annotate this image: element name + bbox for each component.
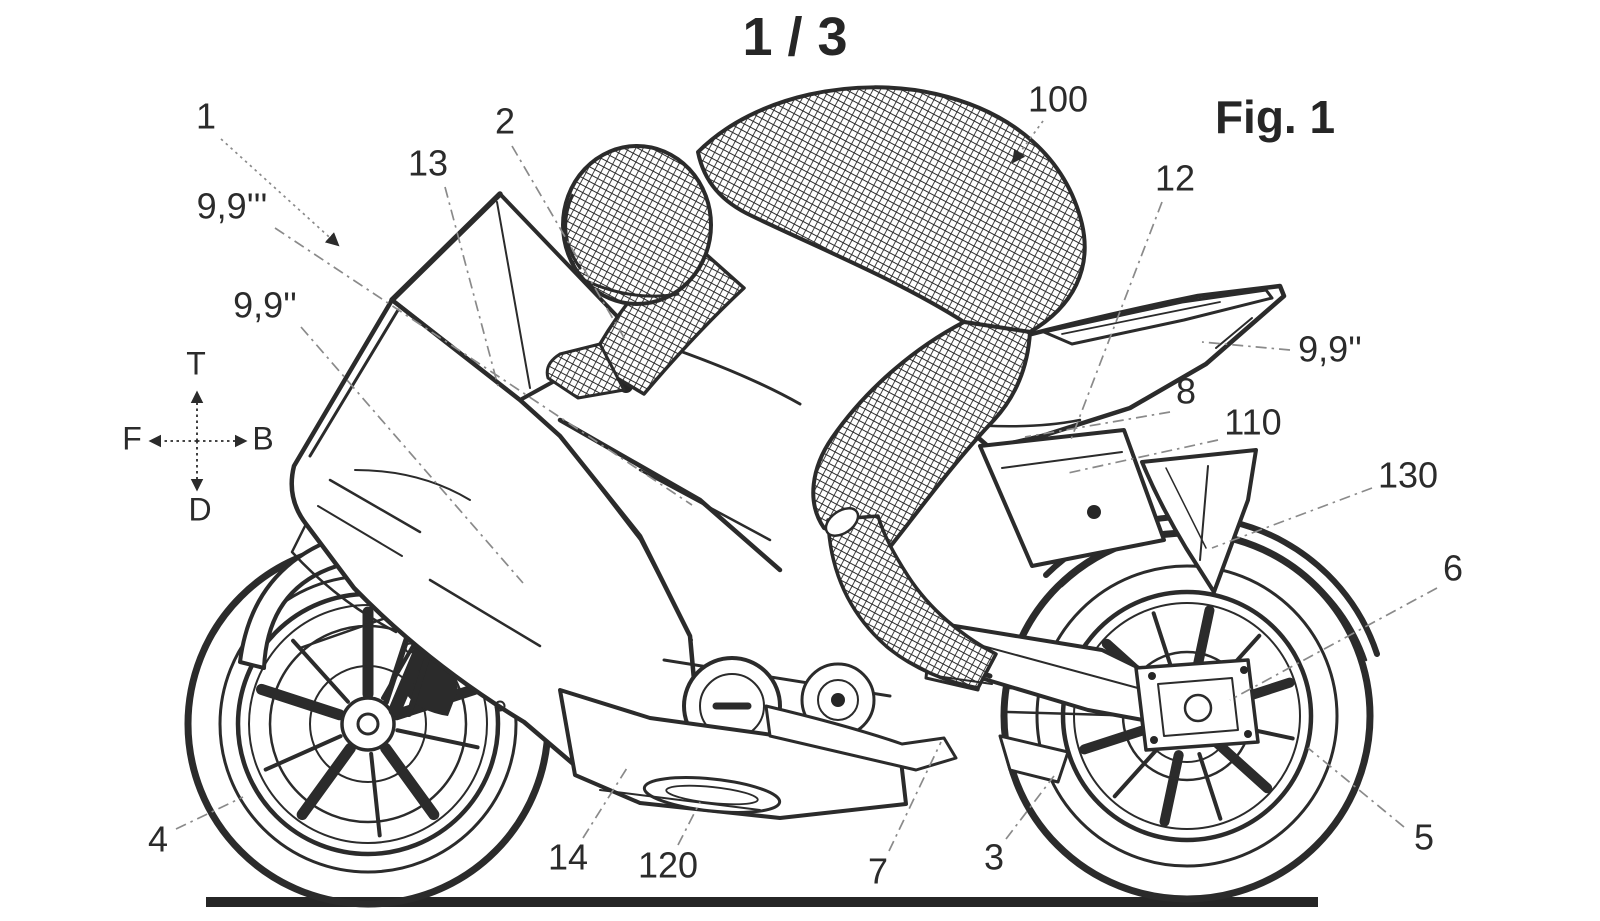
ref-6: 6 [1443,548,1463,589]
compass-letter-T: T [186,345,206,381]
ref-9-9-tripleprime: 9,9''' [197,186,268,227]
ref-3: 3 [984,837,1004,878]
rear-axle-plate [1134,658,1260,752]
leader-ref-13 [444,186,499,387]
leader-ref-130 [1211,487,1373,549]
ref-2: 2 [495,101,515,142]
tail-unit [955,283,1287,451]
motorcycle-drawing [184,85,1380,908]
rider-back-hump [696,85,1087,334]
exhaust [764,704,958,772]
ref-130: 130 [1378,455,1438,496]
ref-13: 13 [408,143,448,184]
compass-letter-B: B [252,420,273,456]
ref-9-9-doubleprime-right: 9,9'' [1298,329,1362,370]
leader-ref-14 [582,767,628,839]
leader-ref-120 [677,801,701,846]
helmet-visor [564,194,582,270]
ref-1: 1 [196,96,216,137]
ground-line [206,897,1318,907]
ref-9-9-doubleprime-left: 9,9'' [233,285,297,326]
leader-ref-6 [1229,587,1438,701]
leader-ref-110 [1067,439,1219,474]
compass-letter-F: F [122,420,142,456]
ref-8: 8 [1176,371,1196,412]
leader-ref-3 [1005,775,1055,840]
leader-ref-8 [1024,411,1171,438]
ref-12: 12 [1155,158,1195,199]
ref-4: 4 [148,819,168,860]
subframe-plate-110 [978,428,1166,568]
leader-ref-9-9-doubleprime-left [300,326,524,584]
rider-glove [545,342,626,400]
knee-slider [824,507,860,537]
ref-100: 100 [1028,79,1088,120]
leader-ref-9-9-doubleprime-right [1201,341,1291,351]
rider-leg-boot [826,514,998,690]
ref-110: 110 [1224,402,1281,443]
belly-pan [558,688,908,820]
rider-helmet [561,144,713,306]
rear-fender-130 [1140,448,1258,594]
sheet-indicator: 1 / 3 [742,7,847,67]
ref-7: 7 [868,851,888,892]
leader-ref-9-9-tripleprime [274,227,693,506]
rider-thigh [811,320,1032,554]
leader-ref-100 [1011,120,1044,164]
leader-ref-12 [1069,201,1163,443]
figure-caption: Fig. 1 [1215,91,1335,143]
ref-120: 120 [638,845,698,886]
frame-and-tank [557,334,892,698]
labels-layer: 1 9,9''' 9,9'' 13 2 100 12 9,9'' 8 110 130 6 4 14 120 7… [148,79,1463,892]
ref-5: 5 [1414,817,1434,858]
ref-14: 14 [548,837,588,878]
leader-ref-2 [511,145,627,342]
leader-ref-5 [1307,747,1405,828]
rider [545,85,1087,690]
leader-ref-1 [220,138,340,247]
compass-letter-D: D [188,491,211,527]
leader-lines-layer [175,120,1438,852]
orientation-legend-layer: T D F B [122,345,273,527]
leader-ref-7 [888,741,942,852]
